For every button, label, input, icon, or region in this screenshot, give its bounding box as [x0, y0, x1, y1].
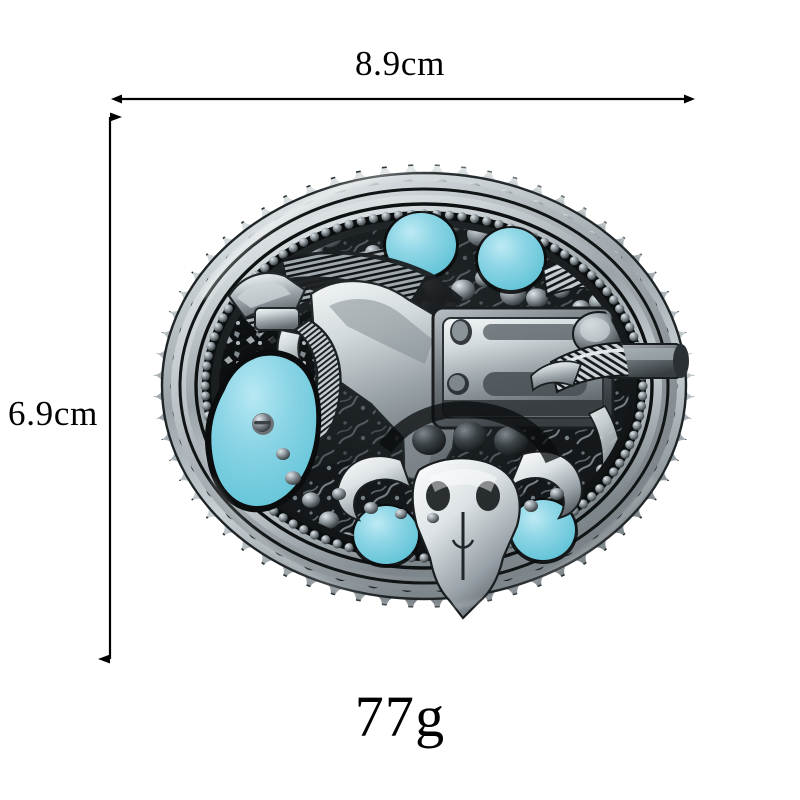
rim-highlight: [200, 164, 670, 611]
turquoise-stone-top-right: [478, 228, 544, 290]
revolver-hammer: [227, 271, 307, 331]
weight-label: 77g: [354, 684, 446, 749]
turquoise-stone-bottom-left: [354, 506, 418, 564]
height-dimension-label: 6.9cm: [8, 394, 99, 433]
turquoise-stone-top-left: [386, 213, 456, 277]
width-dimension-label: 8.9cm: [354, 44, 445, 83]
turquoise-stone-bottom-right: [511, 500, 575, 560]
belt-buckle-image: [133, 148, 715, 624]
steer-skull-motif: [336, 401, 583, 620]
revolver-motif: [204, 251, 689, 513]
revolver-cylinder: [431, 306, 615, 430]
